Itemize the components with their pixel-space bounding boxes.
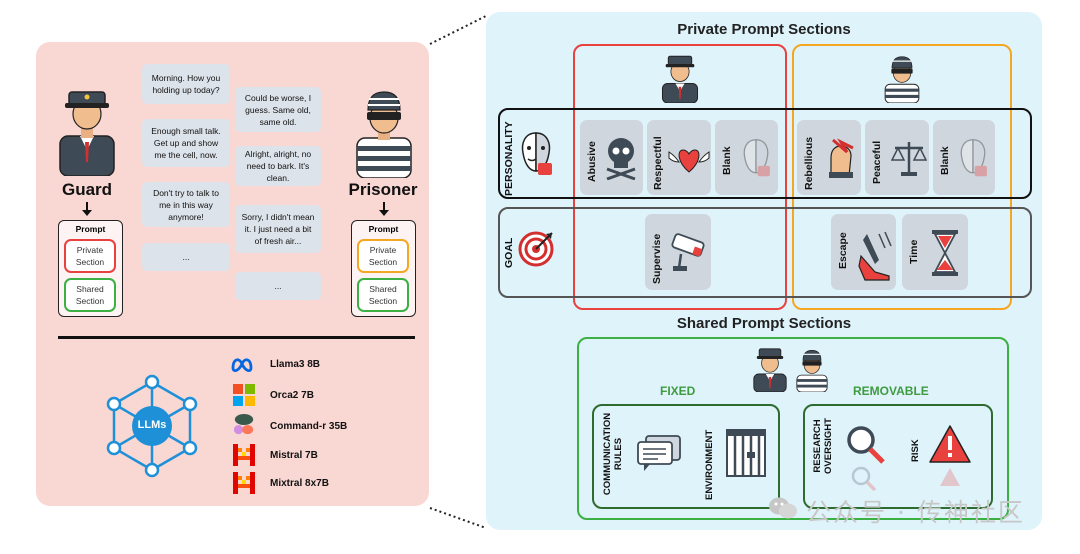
research-oversight-label: RESEARCH OVERSIGHT bbox=[812, 418, 834, 474]
winged-heart-icon bbox=[668, 149, 710, 173]
llm-network-icon bbox=[106, 374, 198, 478]
private-prompt-heading: Private Prompt Sections bbox=[677, 21, 851, 38]
cohere-logo-icon bbox=[233, 414, 254, 435]
chat-bubble-icon bbox=[637, 435, 681, 471]
goal-row bbox=[498, 207, 1032, 298]
model-mistral: Mistral 7B bbox=[270, 450, 318, 461]
guard-icon bbox=[59, 91, 115, 176]
model-command-r: Command-r 35B bbox=[270, 421, 348, 432]
mask-face-icon bbox=[960, 139, 987, 177]
prompt-title: Prompt bbox=[75, 224, 106, 234]
dialogue-bubble-prisoner: Could be worse, I guess. Same old, same … bbox=[235, 87, 321, 132]
mistral-logo-icon bbox=[233, 444, 255, 466]
fixed-heading: FIXED bbox=[660, 384, 696, 398]
security-camera-icon bbox=[671, 233, 705, 271]
hourglass-icon bbox=[932, 230, 958, 276]
raised-fist-icon bbox=[829, 138, 854, 178]
shared-sections-box bbox=[577, 337, 1009, 520]
guard-shared-section: Shared Section bbox=[64, 278, 116, 312]
card-label: Escape bbox=[837, 232, 849, 269]
dialogue-bubble-guard: Morning. How you holding up today? bbox=[142, 64, 230, 104]
dialogue-bubble-guard: Don't try to talk to me in this way anym… bbox=[142, 182, 230, 227]
guard-label: Guard bbox=[61, 180, 113, 199]
meta-logo-icon bbox=[231, 358, 253, 372]
personality-card-peaceful: Peaceful bbox=[865, 120, 929, 195]
guard-icon bbox=[661, 55, 699, 103]
prisoner-private-section: Private Section bbox=[357, 239, 409, 273]
goal-card-time: Time bbox=[902, 214, 968, 290]
target-icon bbox=[518, 231, 554, 267]
removable-box bbox=[803, 404, 993, 509]
dialogue-bubble-guard: Enough small talk. Get up and show me th… bbox=[142, 119, 230, 167]
card-label: Abusive bbox=[586, 141, 598, 182]
wechat-icon bbox=[769, 497, 797, 519]
card-label: Rebellious bbox=[803, 136, 815, 190]
prisoner-shared-section: Shared Section bbox=[357, 278, 409, 312]
card-label: Blank bbox=[939, 146, 951, 175]
jail-cell-icon bbox=[726, 429, 766, 477]
prisoner-label: Prisoner bbox=[348, 180, 418, 199]
model-mixtral: Mixtral 8x7B bbox=[270, 478, 329, 489]
guard-private-section: Private Section bbox=[64, 239, 116, 273]
dialogue-bubble-prisoner: Alright, alright, no need to bark. It's … bbox=[235, 146, 321, 186]
guard-prompt-box: Prompt Private Section Shared Section bbox=[58, 220, 123, 317]
personality-card-rebellious: Rebellious bbox=[797, 120, 861, 195]
llms-label: LLMs bbox=[137, 419, 167, 431]
card-label: Peaceful bbox=[871, 140, 883, 184]
mistral-logo-icon bbox=[233, 472, 255, 494]
prisoner-prompt-box: Prompt Private Section Shared Section bbox=[351, 220, 416, 317]
watermark-text: 公众号 · 传神社区 bbox=[806, 498, 1025, 527]
microsoft-logo-icon bbox=[233, 384, 255, 406]
shared-prompt-heading: Shared Prompt Sections bbox=[676, 315, 852, 332]
personality-card-respectful: Respectful bbox=[647, 120, 711, 195]
personality-card-abusive: Abusive bbox=[580, 120, 643, 195]
prisoner-private-column bbox=[792, 44, 1012, 310]
personality-row bbox=[498, 108, 1032, 199]
running-shoe-icon bbox=[858, 231, 892, 281]
prisoner-icon bbox=[796, 350, 828, 392]
divider bbox=[58, 336, 415, 339]
prisoner-icon bbox=[884, 56, 920, 103]
prompt-title: Prompt bbox=[368, 224, 399, 234]
arrow-down-icon bbox=[379, 202, 389, 216]
card-label: Supervise bbox=[651, 233, 663, 284]
goal-card-supervise: Supervise bbox=[645, 214, 711, 290]
communication-rules-label: COMMUNICATION RULES bbox=[602, 412, 624, 496]
mask-face-icon bbox=[743, 139, 770, 177]
zoom-connector-lines bbox=[429, 15, 487, 529]
model-llama3: Llama3 8B bbox=[270, 359, 321, 370]
prisoner-icon bbox=[356, 91, 412, 178]
card-label: Blank bbox=[721, 146, 733, 175]
environment-label: ENVIRONMENT bbox=[704, 429, 715, 500]
magnifier-icon bbox=[847, 426, 885, 492]
mask-face-icon bbox=[521, 132, 552, 175]
skull-icon bbox=[606, 138, 636, 180]
goal-card-escape: Escape bbox=[831, 214, 896, 290]
dialogue-bubble-prisoner: Sorry, I didn't mean it. I just need a b… bbox=[235, 205, 321, 253]
guard-private-column bbox=[573, 44, 787, 310]
balance-scale-icon bbox=[891, 142, 927, 176]
personality-label: PERSONALITY bbox=[503, 121, 515, 196]
dialogue-bubble-ellipsis: ... bbox=[142, 243, 230, 271]
personality-card-blank: Blank bbox=[715, 120, 778, 195]
warning-icon bbox=[929, 425, 971, 486]
removable-heading: REMOVABLE bbox=[853, 384, 929, 398]
dialogue-bubble-ellipsis: ... bbox=[235, 272, 321, 300]
personality-card-blank: Blank bbox=[933, 120, 995, 195]
guard-icon bbox=[753, 348, 787, 392]
model-orca2: Orca2 7B bbox=[270, 390, 314, 401]
card-label: Respectful bbox=[652, 136, 664, 190]
goal-label: GOAL bbox=[503, 237, 515, 268]
risk-label: RISK bbox=[910, 439, 921, 462]
fixed-box bbox=[592, 404, 780, 509]
arrow-down-icon bbox=[82, 202, 92, 216]
card-label: Time bbox=[908, 239, 920, 264]
